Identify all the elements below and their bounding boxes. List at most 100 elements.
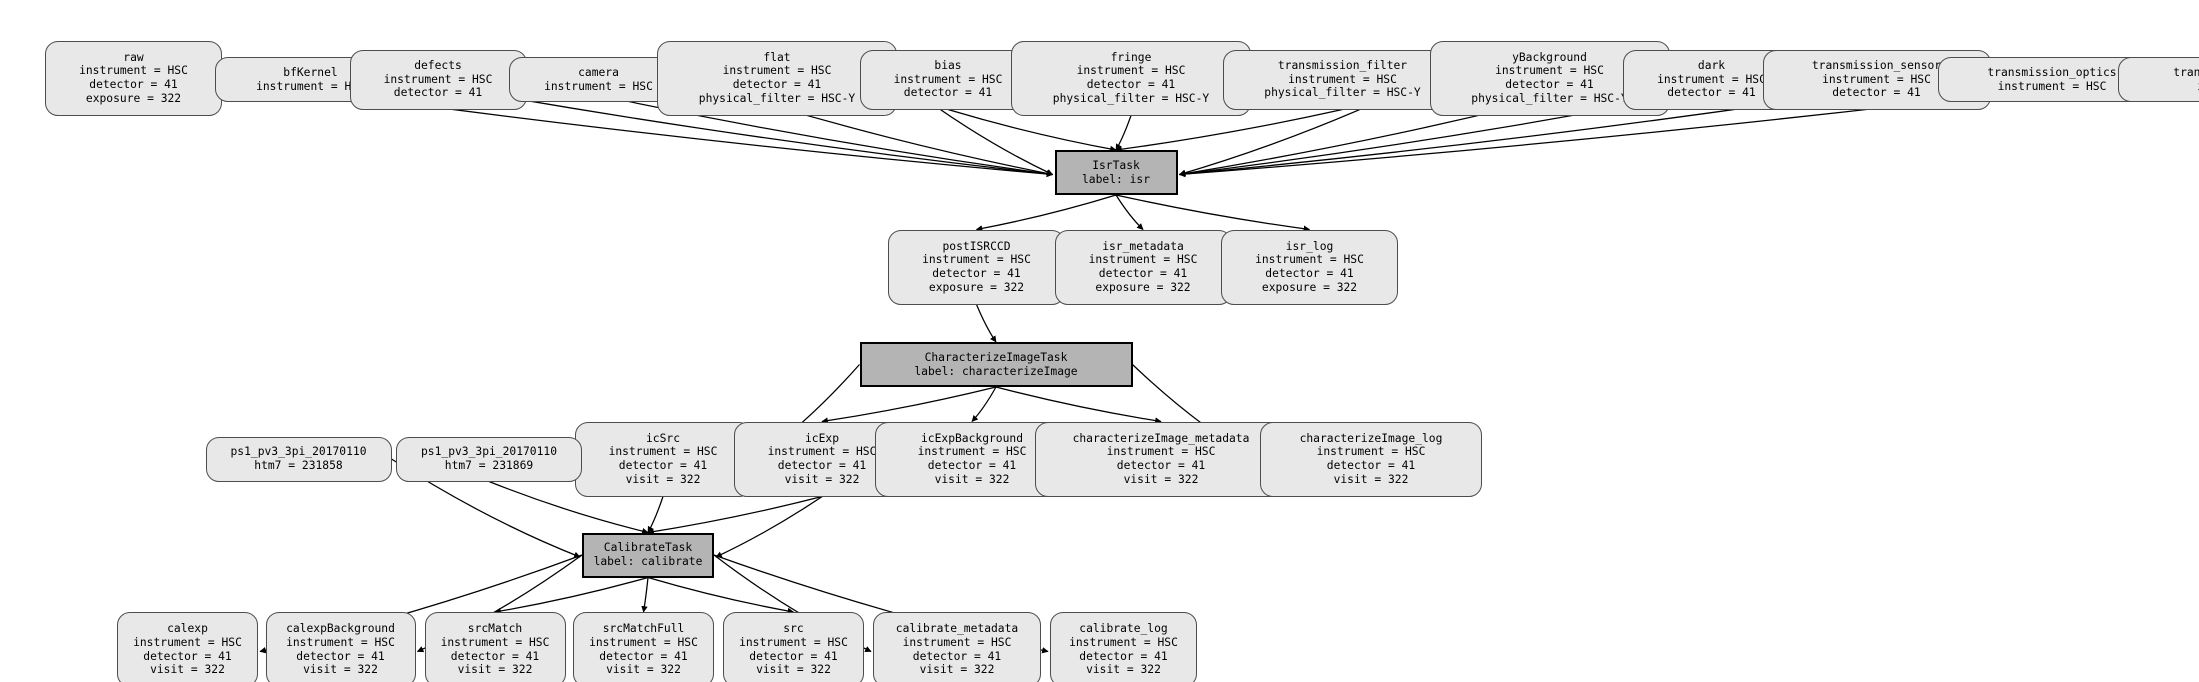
node-title: characterizeImage_log [1299, 431, 1443, 445]
node-detail: instrument = HSC [902, 635, 1012, 649]
node-detail: instrument = HSC [544, 79, 653, 93]
node-title: srcMatchFull [602, 622, 685, 636]
node-detail: label: calibrate [593, 555, 703, 568]
node-detail: htm7 = 231869 [444, 459, 534, 472]
node-detail: detector = 41 [143, 649, 232, 663]
node-detail: visit = 322 [1086, 663, 1161, 677]
node-detail: physical_filter = HSC-Y [1052, 91, 1210, 105]
node-title: isr_metadata [1102, 239, 1184, 253]
node-detail: visit = 322 [303, 663, 378, 677]
node-detail: exposure = 322 [928, 280, 1025, 294]
node-title: calexp [167, 622, 208, 636]
node-detail: instrument = HSC [1069, 635, 1178, 649]
node-detail: detector = 41 [927, 459, 1017, 472]
node-detail: visit = 322 [150, 663, 225, 677]
node-detail: visit = 322 [1123, 472, 1199, 486]
node-detail: visit = 322 [784, 472, 860, 486]
node-detail: htm7 = 231858 [254, 459, 343, 472]
node-detail: visit = 322 [934, 472, 1010, 486]
node-detail: visit = 322 [457, 663, 533, 677]
node-title: icSrc [645, 431, 680, 445]
node-detail: instrument = HSC [917, 445, 1027, 459]
edge-IsrTask-to-isr_metadata [1115, 194, 1144, 230]
node-detail: visit = 322 [756, 663, 831, 677]
node-title: ps1_pv3_3pi_20170110 [420, 445, 558, 459]
node-detail: detector = 41 [618, 459, 708, 472]
node-title: transmission_sensor [1811, 59, 1942, 73]
node-title: transmission_atmosphere [2173, 65, 2199, 79]
node-detail: label: characterizeImage [914, 364, 1078, 378]
node-detail: detector = 41 [450, 649, 540, 663]
node-title: flat [763, 50, 791, 64]
node-detail: exposure = 322 [1095, 280, 1191, 294]
node-detail: exposure = 322 [85, 91, 182, 105]
node-detail: instrument = HSC [133, 635, 242, 649]
node-detail: detector = 41 [1098, 267, 1188, 280]
node-title: icExp [804, 431, 839, 445]
node-detail: detector = 41 [777, 459, 867, 472]
node-detail: instrument = HSC [722, 64, 832, 78]
node-detail: detector = 41 [393, 86, 483, 100]
node-detail: detector = 41 [1265, 267, 1354, 280]
node-detail: instrument = HSC [1255, 253, 1364, 267]
dataset-node-transmission_atmosphere[interactable]: transmission_atmosphereinstrument = HSC [2118, 57, 2199, 102]
node-detail: instrument = HSC [1316, 445, 1426, 459]
node-detail: detector = 41 [1079, 649, 1168, 663]
node-detail: instrument = HSC [893, 72, 1003, 86]
node-title: CalibrateTask [603, 541, 693, 555]
edge-IsrTask-to-isr_log [1115, 194, 1311, 232]
node-detail: label: isr [1081, 172, 1150, 186]
node-title: isr_log [1285, 239, 1334, 253]
node-detail: instrument = HSC [608, 445, 718, 459]
node-detail: visit = 322 [606, 663, 681, 677]
edge-CharacterizeImageTask-to-icExp [821, 386, 997, 424]
node-title: transmission_filter [1277, 59, 1408, 73]
node-title: dark [1697, 59, 1726, 73]
node-detail: instrument = HSC [1997, 79, 2107, 93]
node-detail: physical_filter = HSC-Y [698, 91, 856, 105]
node-title: camera [578, 65, 619, 79]
node-detail: visit = 322 [919, 663, 995, 677]
edge-bias-to-IsrTask [947, 108, 1117, 153]
node-title: icExpBackground [920, 431, 1024, 445]
node-title: calexpBackground [286, 622, 395, 636]
node-detail: instrument = HSC [1495, 64, 1604, 78]
node-title: CharacterizeImageTask [924, 350, 1068, 364]
edge-icSrc-to-CalibrateTask [647, 496, 664, 534]
node-detail: detector = 41 [1086, 78, 1176, 91]
node-title: defects [414, 59, 462, 73]
node-title: IsrTask [1092, 158, 1140, 172]
edge-CharacterizeImageTask-to-icExpBackground [971, 386, 997, 422]
node-title: ps1_pv3_3pi_20170110 [230, 445, 367, 459]
node-detail: physical_filter = HSC-Y [1471, 91, 1628, 105]
node-title: src [783, 622, 804, 636]
node-detail: detector = 41 [932, 267, 1021, 280]
edge-CalibrateTask-to-srcMatch [494, 576, 649, 615]
edge-fringe-to-IsrTask [1115, 115, 1132, 151]
edge-postISRCCD-to-CharacterizeImageTask [975, 304, 997, 343]
